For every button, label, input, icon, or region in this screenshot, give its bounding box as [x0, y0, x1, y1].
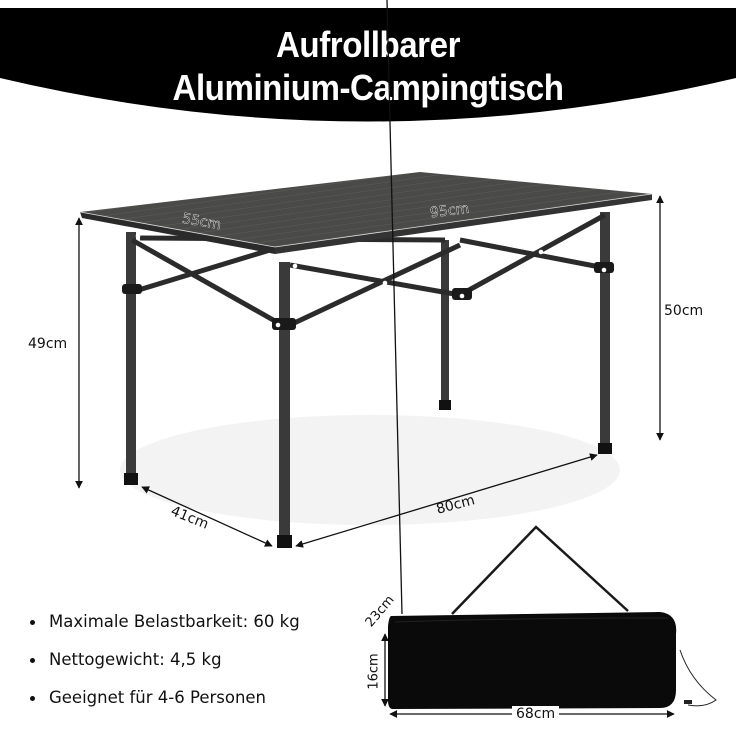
feature-text: Maximale Belastbarkeit: 60 kg	[49, 612, 300, 631]
feature-text: Nettogewicht: 4,5 kg	[49, 650, 222, 669]
page-title-line1: Aufrollbarer	[275, 24, 461, 65]
feature-item: Geeignet für 4-6 Personen	[28, 688, 300, 726]
page-title-line2: Aluminium-Campingtisch	[172, 67, 564, 108]
bag-strap	[451, 525, 629, 615]
dim-leg-height: 49cm	[28, 336, 68, 352]
bullet-icon	[30, 658, 35, 663]
dim-total-height: 50cm	[664, 303, 704, 319]
feature-text: Geeignet für 4-6 Personen	[49, 688, 267, 707]
back-leg	[441, 240, 449, 405]
bullet-icon	[30, 696, 35, 701]
feature-list: Maximale Belastbarkeit: 60 kg Nettogewic…	[28, 612, 300, 726]
feature-item: Nettogewicht: 4,5 kg	[28, 650, 300, 688]
dim-bag-height: 16cm	[366, 653, 382, 690]
feature-item: Maximale Belastbarkeit: 60 kg	[28, 612, 300, 650]
tabletop	[80, 172, 652, 247]
bag-body	[388, 612, 677, 709]
header-banner	[0, 8, 736, 122]
dim-bag-length: 68cm	[512, 706, 560, 722]
bullet-icon	[30, 620, 35, 625]
